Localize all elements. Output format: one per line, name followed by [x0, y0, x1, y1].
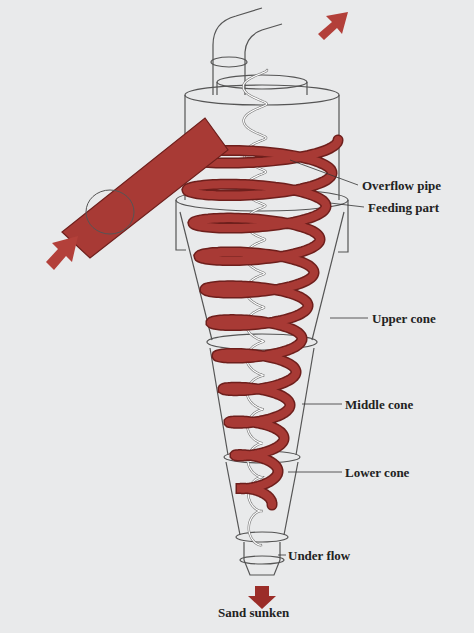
underflow-nozzle	[244, 542, 280, 575]
part-label: Lower cone	[345, 465, 409, 480]
inlet-flange	[86, 190, 134, 234]
cap-sides	[217, 82, 307, 95]
leader-line	[288, 472, 342, 473]
nozzle-rim	[240, 556, 284, 564]
feed-inlet-tube	[62, 118, 228, 258]
feed-arrow	[46, 236, 78, 270]
leader-line	[278, 555, 286, 556]
middle-cone-sides	[210, 348, 314, 455]
overflow-pipe-outline	[213, 8, 282, 95]
leader-line	[330, 318, 368, 319]
inner-vortex	[243, 70, 267, 545]
pipe-flange	[211, 57, 247, 67]
inner-vortex	[243, 70, 267, 545]
overflow-arrow	[318, 12, 348, 40]
part-label: Middle cone	[345, 397, 413, 412]
leader-line	[290, 160, 358, 185]
part-label: Feeding part	[368, 200, 439, 215]
part-label: Under flow	[288, 548, 350, 563]
output-label: Sand sunken	[218, 605, 289, 620]
lower-flange	[236, 532, 288, 542]
top-cap-inner	[217, 75, 307, 89]
leader-lines	[278, 160, 368, 555]
part-label: Upper cone	[372, 311, 436, 326]
cyclone-body	[176, 8, 348, 575]
part-label: Overflow pipe	[362, 178, 441, 193]
leader-line	[302, 404, 342, 405]
outer-vortex	[181, 140, 338, 505]
leader-line	[330, 203, 364, 207]
outer-vortex	[181, 140, 338, 505]
